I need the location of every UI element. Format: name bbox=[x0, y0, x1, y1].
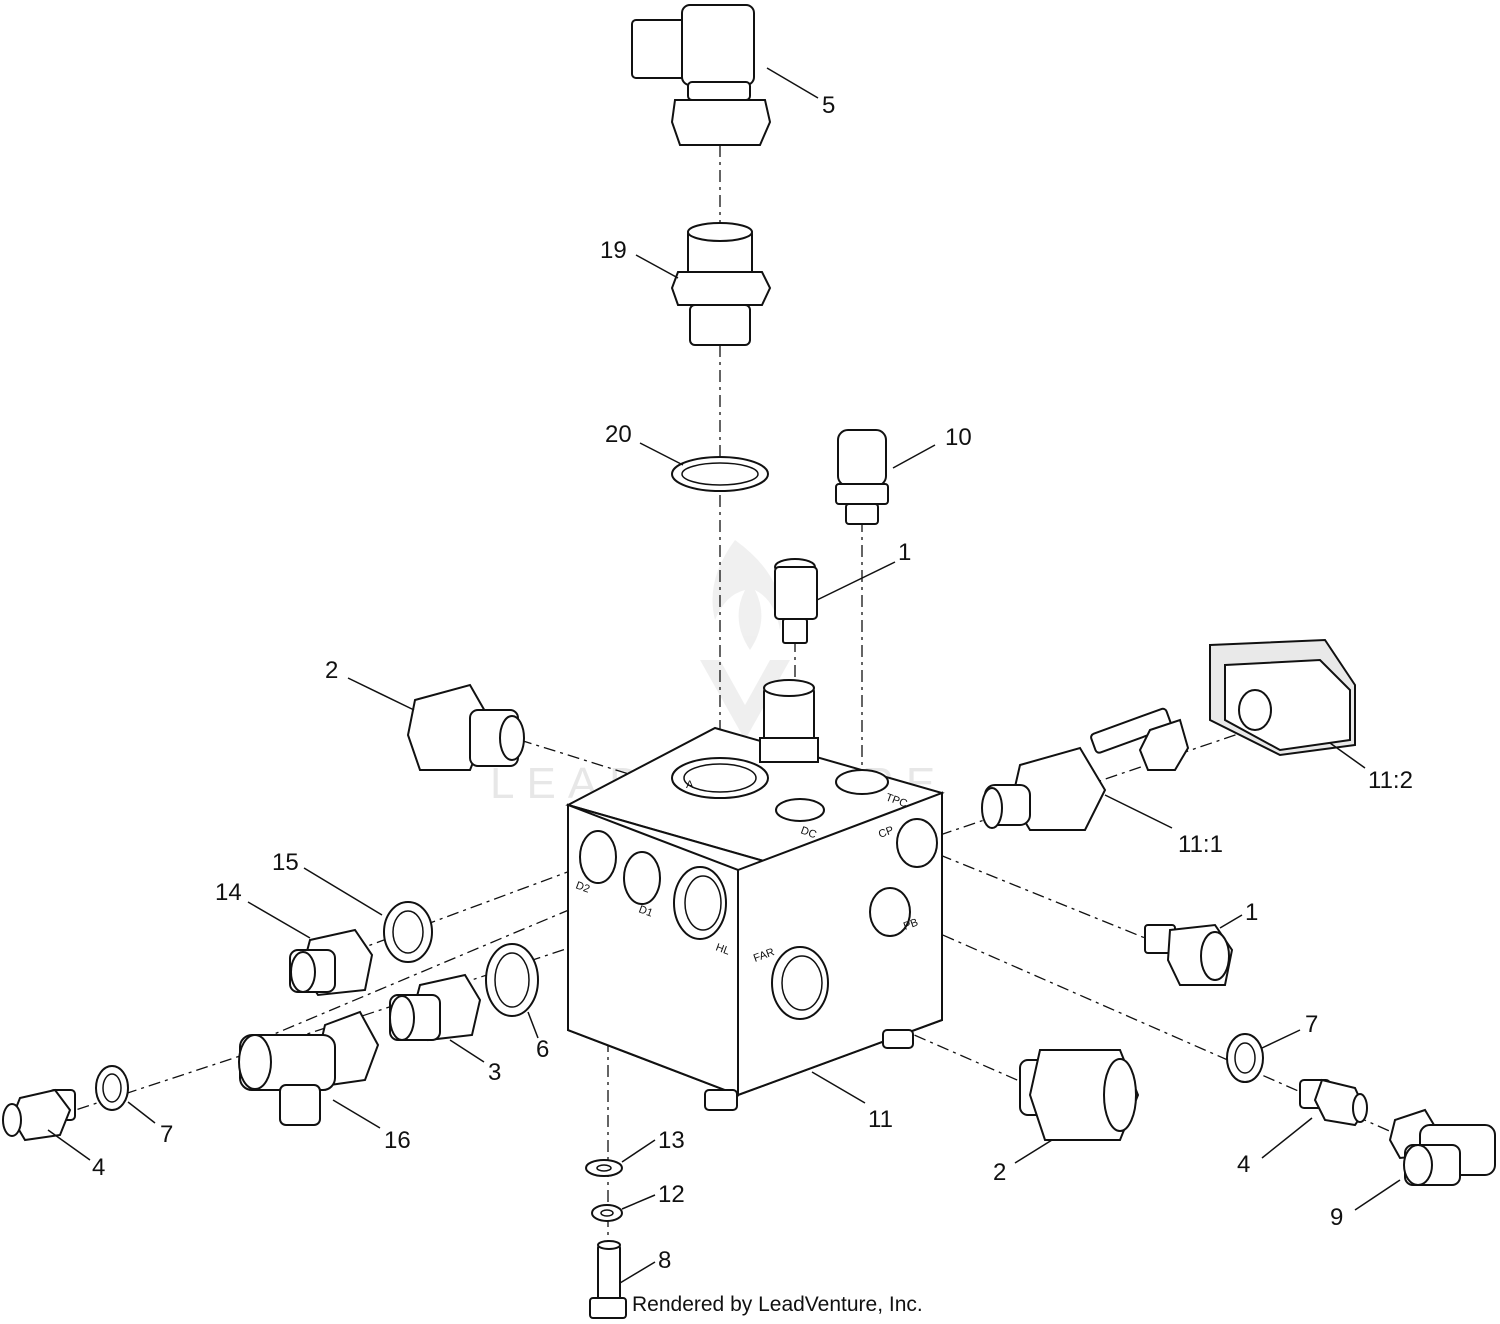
manifold-block: A TPC DC CP PB D2 D1 HL FAR bbox=[565, 679, 945, 1111]
callout-15: 15 bbox=[272, 849, 299, 876]
port-a-inner bbox=[683, 763, 757, 793]
part-2-fitting-lower bbox=[1019, 1049, 1140, 1141]
part-20-o-ring bbox=[671, 456, 769, 492]
callout-2-lower: 2 bbox=[993, 1159, 1006, 1186]
port-d1 bbox=[623, 851, 661, 905]
part-4-adapter-right bbox=[1299, 1078, 1368, 1127]
part-4-adapter-left bbox=[2, 1088, 76, 1142]
port-hl bbox=[673, 866, 727, 940]
callout-20: 20 bbox=[605, 421, 632, 448]
block-foot bbox=[882, 1029, 914, 1049]
callout-4-right: 4 bbox=[1237, 1151, 1250, 1178]
port-d2 bbox=[579, 830, 617, 884]
callout-7-right: 7 bbox=[1305, 1011, 1318, 1038]
callout-3: 3 bbox=[488, 1059, 501, 1086]
callout-7-left: 7 bbox=[160, 1121, 173, 1148]
block-side-face bbox=[737, 791, 943, 1097]
callout-11-1: 11:1 bbox=[1178, 831, 1223, 858]
callout-2-upper: 2 bbox=[325, 657, 338, 684]
credit-text: Rendered by LeadVenture, Inc. bbox=[632, 1293, 923, 1316]
callout-6: 6 bbox=[536, 1036, 549, 1063]
port-dc bbox=[775, 798, 825, 822]
callout-10: 10 bbox=[945, 424, 972, 451]
part-11-2-solenoid-coil bbox=[1209, 638, 1356, 757]
port-cp bbox=[896, 818, 938, 868]
cartridge-hex bbox=[759, 737, 819, 763]
callout-4-left: 4 bbox=[92, 1154, 105, 1181]
callout-5: 5 bbox=[822, 92, 835, 119]
part-7-washer-left bbox=[95, 1065, 129, 1111]
part-1-fitting-right bbox=[1144, 923, 1234, 986]
watermark-logo bbox=[712, 540, 782, 650]
port-far bbox=[771, 946, 829, 1020]
port-tpc bbox=[835, 769, 889, 795]
port-label-hl: HL bbox=[714, 942, 731, 958]
callout-13: 13 bbox=[658, 1127, 685, 1154]
part-16-elbow bbox=[238, 1010, 380, 1126]
port-far-inner bbox=[781, 955, 823, 1011]
watermark-logo-v bbox=[700, 660, 790, 740]
part-7-washer-right bbox=[1226, 1033, 1264, 1083]
part-1-fitting-top bbox=[774, 558, 818, 644]
port-pb bbox=[869, 887, 911, 937]
part-2-fitting-upper bbox=[406, 683, 525, 771]
port-label-dc: DC bbox=[799, 825, 818, 842]
callout-19: 19 bbox=[600, 237, 627, 264]
part-10-cap bbox=[835, 429, 889, 525]
callout-labels: 5 19 20 10 1 2 11:2 11:1 15 14 1 7 6 3 7… bbox=[92, 92, 1413, 1274]
part-12-lock-washer bbox=[591, 1204, 623, 1222]
callout-1-right: 1 bbox=[1245, 899, 1258, 926]
part-11-1-solenoid-stem bbox=[981, 707, 1190, 831]
port-label-d2: D2 bbox=[574, 880, 591, 896]
port-label-d1: D1 bbox=[637, 904, 654, 920]
part-15-washer bbox=[383, 901, 433, 963]
callout-14: 14 bbox=[215, 879, 242, 906]
port-hl-inner bbox=[684, 875, 722, 931]
callout-12: 12 bbox=[658, 1181, 685, 1208]
callout-16: 16 bbox=[384, 1127, 411, 1154]
callout-11-2: 11:2 bbox=[1368, 767, 1413, 794]
part-13-washer bbox=[585, 1159, 623, 1177]
part-8-bolt bbox=[589, 1240, 627, 1319]
block-foot bbox=[704, 1089, 738, 1111]
part-14-adapter bbox=[289, 928, 374, 997]
callout-leaders bbox=[47, 67, 1401, 1284]
part-6-o-ring bbox=[485, 943, 539, 1017]
callout-1-top: 1 bbox=[898, 539, 911, 566]
part-19-adapter bbox=[670, 222, 772, 346]
port-label-pb: PB bbox=[902, 917, 920, 933]
part-5-elbow-fitting bbox=[631, 4, 772, 146]
port-label-a: A bbox=[686, 779, 694, 791]
part-9-elbow bbox=[1388, 1108, 1496, 1186]
cartridge-top bbox=[763, 679, 815, 697]
callout-11: 11 bbox=[868, 1106, 893, 1133]
callout-8: 8 bbox=[658, 1247, 671, 1274]
part-3-adapter bbox=[389, 973, 482, 1042]
callout-9: 9 bbox=[1330, 1204, 1343, 1231]
port-label-cp: CP bbox=[877, 824, 895, 841]
